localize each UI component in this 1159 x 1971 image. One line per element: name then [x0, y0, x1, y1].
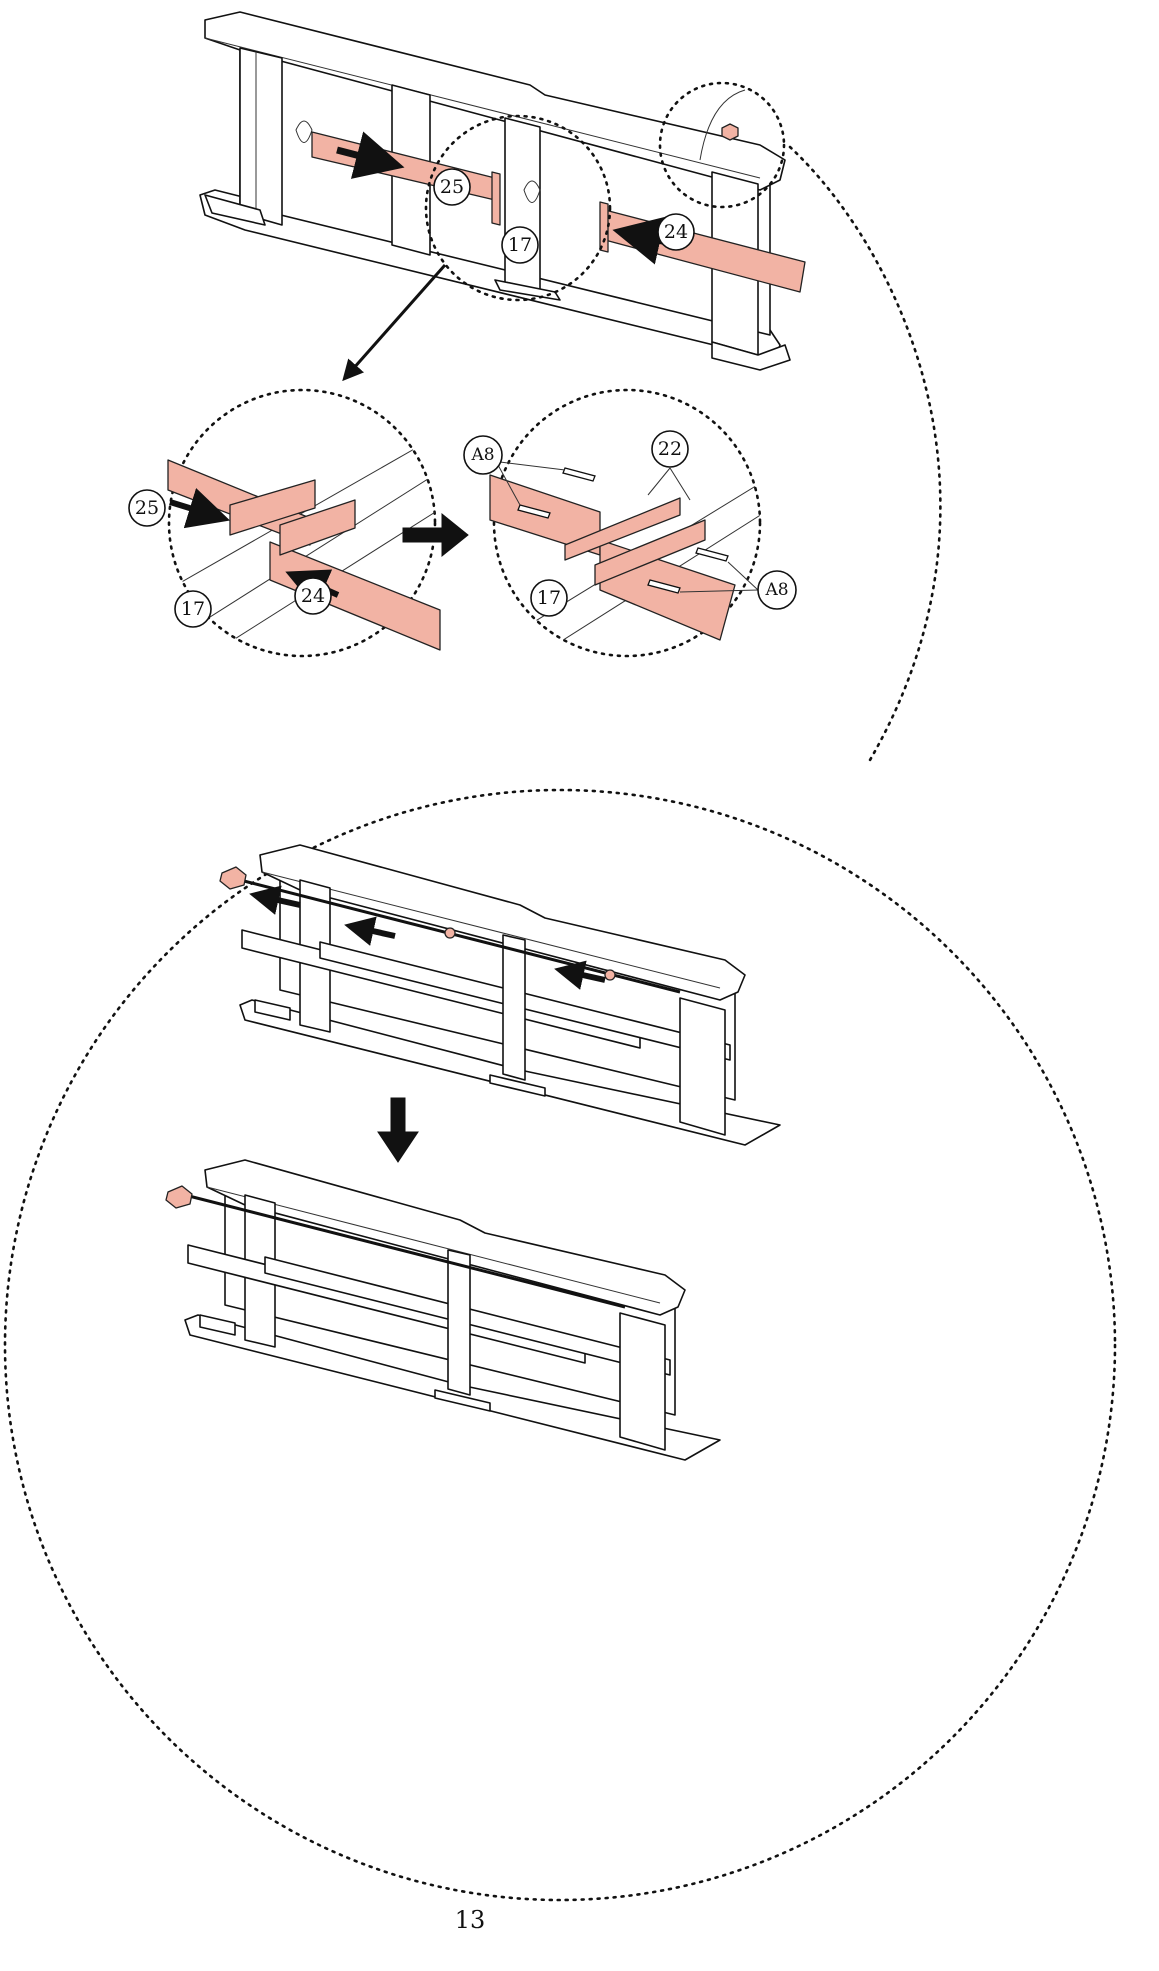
top-frame-assembly [199, 11, 806, 371]
callout-25-detail: 25 [128, 489, 166, 527]
svg-text:24: 24 [301, 585, 325, 607]
callout-22: 22 [651, 430, 689, 468]
rod-assembly-after [165, 1159, 721, 1461]
knob-icon [165, 1185, 193, 1209]
svg-text:25: 25 [135, 497, 159, 519]
svg-text:25: 25 [440, 176, 464, 198]
arrow-down-icon [377, 1097, 419, 1163]
detail-circle-joint [424, 114, 612, 302]
svg-text:A8: A8 [470, 445, 494, 465]
callout-25: 25 [433, 168, 471, 206]
svg-text:22: 22 [658, 438, 682, 460]
svg-text:17: 17 [181, 598, 205, 620]
svg-text:24: 24 [664, 221, 688, 243]
page-number: 13 [455, 1906, 486, 1934]
callout-17: 17 [501, 226, 539, 264]
beam-24-cleat [599, 201, 609, 253]
arrow-to-detail-icon [342, 264, 447, 382]
rod-assembly-before [219, 844, 781, 1146]
arrow-right-icon [336, 131, 405, 179]
arrow-left-icon [344, 916, 396, 946]
screw-icon [517, 467, 729, 594]
detail-circle-knob [658, 81, 786, 209]
pin-icon [444, 927, 456, 939]
knob-icon [721, 123, 739, 141]
svg-text:A8: A8 [764, 580, 788, 600]
detail-circle-rods [3, 788, 1117, 1902]
detail-right [489, 388, 762, 658]
callout-24-detail: 24 [294, 577, 332, 615]
callout-17-detail: 17 [174, 590, 212, 628]
detail-leader [788, 145, 942, 762]
arrow-right-icon [402, 512, 469, 558]
svg-text:17: 17 [508, 234, 532, 256]
callout-17-detail-right: 17 [530, 579, 568, 617]
beam-25-cleat [491, 171, 501, 226]
callout-a8-top: A8 [463, 435, 503, 475]
arrow-right-icon [169, 488, 231, 529]
arrow-left-icon [554, 960, 606, 990]
arrow-left-icon [249, 885, 301, 915]
svg-text:17: 17 [537, 587, 561, 609]
pin-icon [604, 969, 616, 981]
callout-a8-bottom: A8 [757, 570, 797, 610]
callout-24: 24 [657, 213, 695, 251]
knob-icon [219, 866, 247, 890]
